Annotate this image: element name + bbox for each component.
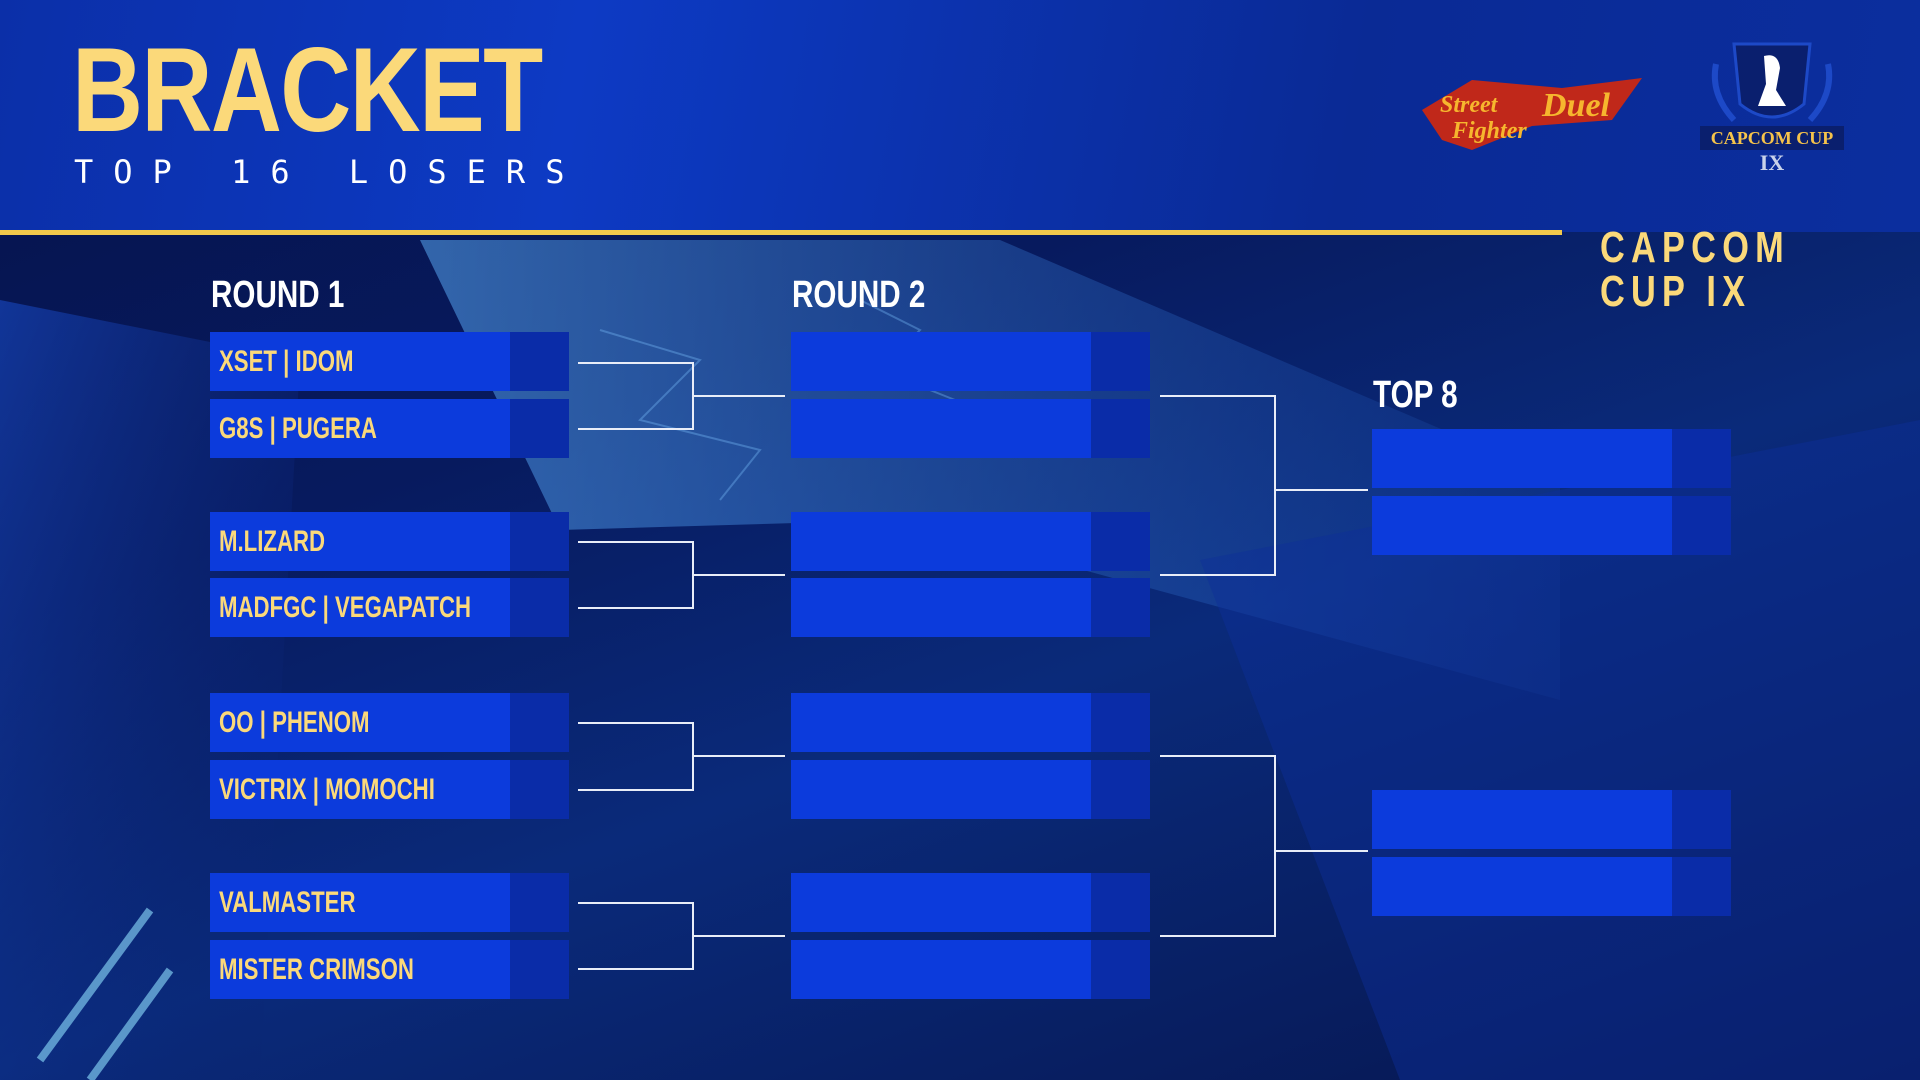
round1-slot-8: MISTER CRIMSON — [210, 940, 569, 999]
score-box — [1091, 332, 1150, 391]
score-box — [1091, 512, 1150, 571]
player-name — [791, 578, 1091, 637]
player-name — [791, 760, 1091, 819]
round2-slot-8 — [791, 940, 1150, 999]
round2-slot-5 — [791, 693, 1150, 752]
round2-slot-2 — [791, 399, 1150, 458]
score-box — [510, 940, 569, 999]
top8-slot-1 — [1372, 429, 1731, 488]
round2-slot-4 — [791, 578, 1150, 637]
player-name — [1372, 790, 1672, 849]
top8-slot-4 — [1372, 857, 1731, 916]
score-box — [1091, 578, 1150, 637]
round-2-label: ROUND 2 — [792, 274, 926, 316]
svg-text:IX: IX — [1760, 150, 1785, 175]
round2-slot-6 — [791, 760, 1150, 819]
top-8-label: TOP 8 — [1373, 374, 1458, 416]
score-box — [1672, 496, 1731, 555]
svg-text:Street: Street — [1440, 92, 1499, 118]
header-divider — [0, 230, 1562, 235]
round1-slot-1: XSET | IDOM — [210, 332, 569, 391]
player-name: MISTER CRIMSON — [210, 940, 510, 999]
score-box — [510, 873, 569, 932]
score-box — [1672, 429, 1731, 488]
svg-text:Duel: Duel — [1541, 87, 1611, 124]
player-name — [791, 873, 1091, 932]
score-box — [1091, 940, 1150, 999]
top8-slot-2 — [1372, 496, 1731, 555]
player-name: VICTRIX | MOMOCHI — [210, 760, 510, 819]
round1-slot-6: VICTRIX | MOMOCHI — [210, 760, 569, 819]
player-name — [1372, 496, 1672, 555]
score-box — [1672, 790, 1731, 849]
player-name: OO | PHENOM — [210, 693, 510, 752]
street-fighter-duel-logo: Street Fighter Duel — [1422, 78, 1642, 150]
capcom-cup-logo: CAPCOM CUP IX — [1700, 42, 1844, 175]
score-box — [510, 399, 569, 458]
round2-slot-1 — [791, 332, 1150, 391]
player-name — [791, 399, 1091, 458]
score-box — [510, 760, 569, 819]
score-box — [510, 693, 569, 752]
score-box — [1091, 760, 1150, 819]
round1-slot-5: OO | PHENOM — [210, 693, 569, 752]
svg-text:Fighter: Fighter — [1451, 118, 1527, 144]
round1-slot-7: VALMASTER — [210, 873, 569, 932]
score-box — [1091, 693, 1150, 752]
round1-slot-3: M.LIZARD — [210, 512, 569, 571]
score-box — [1091, 399, 1150, 458]
svg-text:CAPCOM CUP: CAPCOM CUP — [1711, 128, 1833, 148]
round2-slot-3 — [791, 512, 1150, 571]
round2-slot-7 — [791, 873, 1150, 932]
player-name — [791, 693, 1091, 752]
player-name — [1372, 857, 1672, 916]
page-subtitle: TOP 16 LOSERS — [74, 153, 585, 191]
score-box — [1091, 873, 1150, 932]
player-name: G8S | PUGERA — [210, 399, 510, 458]
event-name: CAPCOM CUP IX — [1600, 223, 1790, 316]
player-name: VALMASTER — [210, 873, 510, 932]
score-box — [1672, 857, 1731, 916]
score-box — [510, 512, 569, 571]
page-title: BRACKET — [72, 23, 543, 157]
round1-slot-2: G8S | PUGERA — [210, 399, 569, 458]
player-name: MADFGC | VEGAPATCH — [210, 578, 510, 637]
round-1-label: ROUND 1 — [211, 274, 345, 316]
player-name — [1372, 429, 1672, 488]
player-name — [791, 512, 1091, 571]
score-box — [510, 578, 569, 637]
score-box — [510, 332, 569, 391]
player-name: XSET | IDOM — [210, 332, 510, 391]
player-name: M.LIZARD — [210, 512, 510, 571]
round1-slot-4: MADFGC | VEGAPATCH — [210, 578, 569, 637]
top8-slot-3 — [1372, 790, 1731, 849]
player-name — [791, 332, 1091, 391]
player-name — [791, 940, 1091, 999]
